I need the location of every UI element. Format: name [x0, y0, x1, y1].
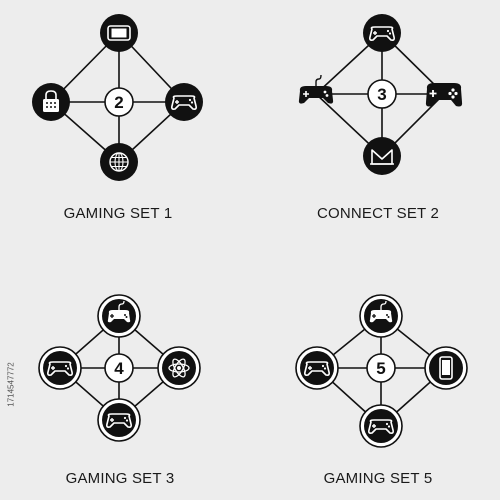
node-right — [157, 346, 201, 390]
diagram-gaming-set-5: 5 — [295, 294, 468, 448]
center-number: 3 — [377, 85, 386, 104]
center-node: 3 — [367, 79, 397, 109]
caption-set-3: GAMING SET 3 — [65, 470, 175, 487]
node-top — [97, 294, 141, 338]
caption-set-5: GAMING SET 5 — [323, 470, 433, 487]
node-left-loose-controller — [298, 74, 334, 104]
node-left — [38, 346, 82, 390]
node-right — [165, 83, 203, 121]
stock-image-id: 1714547772 — [6, 362, 16, 407]
diagram-connect-set-2: 3 — [298, 14, 463, 175]
center-number: 4 — [114, 359, 124, 378]
node-right-loose-controller — [425, 83, 463, 107]
node-top — [359, 294, 403, 338]
node-left — [295, 346, 339, 390]
node-bottom — [100, 143, 138, 181]
center-number: 5 — [376, 359, 385, 378]
diagram-gaming-set-1: 2 — [32, 14, 203, 181]
node-bottom — [97, 398, 141, 442]
node-left — [32, 83, 70, 121]
center-node: 4 — [104, 353, 134, 383]
caption-set-2: CONNECT SET 2 — [316, 205, 440, 222]
globe-icon — [109, 152, 129, 172]
center-node: 5 — [366, 353, 396, 383]
node-top — [100, 14, 138, 52]
center-node: 2 — [104, 87, 134, 117]
node-bottom — [363, 137, 401, 175]
node-right — [424, 346, 468, 390]
diagram-gaming-set-3: 4 — [38, 294, 201, 442]
node-bottom — [359, 404, 403, 448]
caption-set-1: GAMING SET 1 — [63, 205, 173, 222]
node-top — [363, 14, 401, 52]
center-number: 2 — [114, 93, 123, 112]
